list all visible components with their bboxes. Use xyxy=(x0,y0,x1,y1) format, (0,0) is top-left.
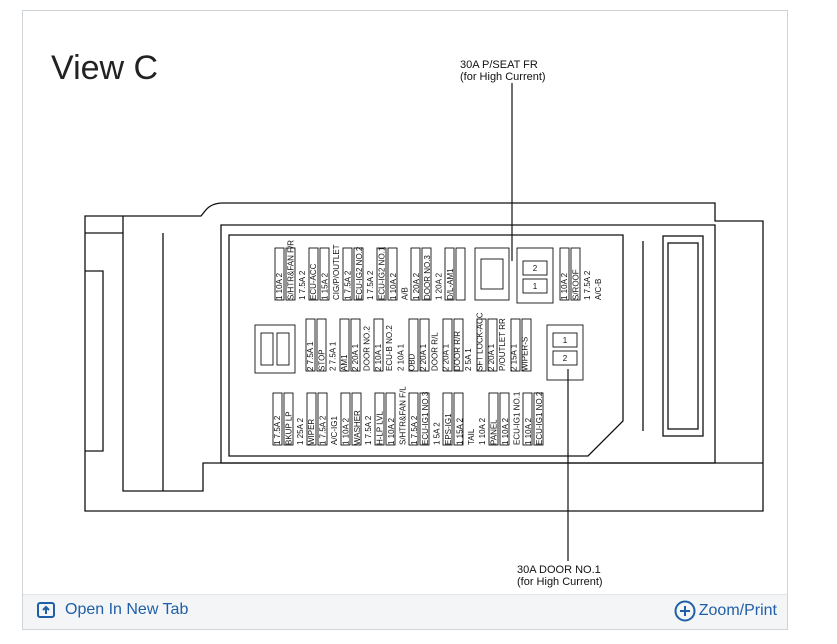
relay-right-lower-number: 2 xyxy=(563,354,568,363)
fuse-label: OBD xyxy=(408,353,417,371)
fuse-box-diagram: 2 1 1 2 1 10A 2S/HTR&FAN F/R1 7.5A 2ECU-… xyxy=(84,83,764,561)
fuse-label: 1 7.5A 2 xyxy=(273,415,282,445)
fuse-label: 1 10A 2 xyxy=(341,417,350,445)
relay-top-upper-number: 2 xyxy=(533,264,538,273)
fuse-row-3 xyxy=(272,392,544,446)
housing-outline xyxy=(84,202,764,512)
fuse-label: S/HTR&FAN F/L xyxy=(398,386,407,445)
fuse-row-1 xyxy=(274,247,581,304)
fuse-label: CIG/P/OUTLET xyxy=(332,244,341,300)
fuse-label: AM1 xyxy=(340,354,349,371)
fuse-label: A/C-IG1 xyxy=(330,416,339,445)
fuse-label: 1 7.5A 2 xyxy=(410,415,419,445)
fuse-label: 2 10A 1 xyxy=(396,343,405,371)
fuse-label: 1 20A 2 xyxy=(435,272,444,300)
fuse-label: 1 7.5A 2 xyxy=(366,270,375,300)
fuse-label: 1 7.5A 2 xyxy=(364,415,373,445)
relay-right-upper-number: 1 xyxy=(563,336,568,345)
zoom-print-label: Zoom/Print xyxy=(698,602,777,619)
fuse-label: EPS-IG1 xyxy=(444,413,453,445)
fuse-label: 1 15A 2 xyxy=(455,417,464,445)
fuse-label: STOP xyxy=(317,349,326,371)
fuse-label: TAIL xyxy=(467,428,476,445)
relay-top-lower-number: 1 xyxy=(533,282,538,291)
fuse-label: 1 25A 2 xyxy=(296,417,305,445)
fuse-label: A/C-B xyxy=(594,279,603,300)
fuse-label: ECU-IG2 NO.1 xyxy=(378,246,387,300)
fuse-label: ECU-IG2 NO.2 xyxy=(355,246,364,300)
fuse-label: ECU-IG1 NO.2 xyxy=(535,391,544,445)
bottom-toolbar: Open In New Tab Zoom/Print xyxy=(23,594,787,629)
callout-bottom-line1: 30A DOOR NO.1 xyxy=(517,564,601,576)
fuse-label: DOOR NO.2 xyxy=(363,326,372,371)
fuse-label: 1 7.5A 2 xyxy=(583,270,592,300)
fuse-label: WIPER-S xyxy=(521,337,530,371)
fuse-label: ECU-IG1 NO.1 xyxy=(512,391,521,445)
callout-bottom-line2: (for High Current) xyxy=(517,576,603,588)
fuse-label: 2 20A 1 xyxy=(442,343,451,371)
fuse-label: S/HTR&FAN F/R xyxy=(286,240,295,300)
open-in-new-tab-icon xyxy=(37,602,55,618)
open-in-new-tab-button[interactable]: Open In New Tab xyxy=(37,601,188,619)
fuse-label: 1 7.5A 2 xyxy=(343,270,352,300)
fuse-label: SFT LOCK-ACC xyxy=(476,312,485,371)
fuse-label: 2 20A 1 xyxy=(419,343,428,371)
fuse-label: ECU-IG1 NO.3 xyxy=(421,391,430,445)
fuse-label: WASHER xyxy=(353,410,362,445)
fuse-label: H-LP LVL xyxy=(376,411,385,445)
fuse-label: 1 10A 2 xyxy=(524,417,533,445)
zoom-print-button[interactable]: Zoom/Print xyxy=(674,600,777,622)
fuse-label: 1 10A 2 xyxy=(478,417,487,445)
fuse-label: BKUP LP xyxy=(284,411,293,445)
callout-top-line2: (for High Current) xyxy=(460,71,546,83)
fuse-label: DOOR R/R xyxy=(453,331,462,371)
fuse-label: S/ROOF xyxy=(571,269,580,300)
fuse-label: 1 10A 2 xyxy=(275,272,284,300)
fuse-label: ECU-ACC xyxy=(309,263,318,300)
fuse-label: 1 15A 2 xyxy=(321,272,330,300)
fuse-label: DOOR R/L xyxy=(430,332,439,371)
view-title: View C xyxy=(51,49,159,87)
fuse-label: 2 15A 1 xyxy=(509,343,518,371)
fuse-label: 2 10A 1 xyxy=(374,343,383,371)
fuse-label: 2 20A 1 xyxy=(351,343,360,371)
callout-top-line1: 30A P/SEAT FR xyxy=(460,59,538,71)
fuse-label: 1 10A 2 xyxy=(501,417,510,445)
fuse-label: 1 20A 2 xyxy=(412,272,421,300)
open-in-new-tab-label: Open In New Tab xyxy=(65,601,189,618)
fuse-label: DOOR NO.3 xyxy=(423,255,432,300)
fuse-label: 1 7.5A 2 xyxy=(298,270,307,300)
fuse-label: 2 7.5A 1 xyxy=(329,341,338,371)
fuse-label: 2 5A 1 xyxy=(464,348,473,371)
fuse-label: 1 10A 2 xyxy=(389,272,398,300)
fuse-label: D/L-AM1 xyxy=(446,268,455,300)
fuse-label: ECU-B NO.2 xyxy=(385,325,394,371)
fuse-label: 2 7.5A 1 xyxy=(306,341,315,371)
inner-panel xyxy=(220,224,716,464)
fuse-label: 2 20A 1 xyxy=(487,343,496,371)
callout-top: 30A P/SEAT FR (for High Current) xyxy=(460,59,546,83)
fuse-row-2 xyxy=(254,318,584,381)
fuse-label: 1 7.5A 2 xyxy=(319,415,328,445)
fuse-label: PANEL xyxy=(490,419,499,445)
fuse-label: P/OUTLET RR xyxy=(498,318,507,371)
zoom-plus-icon xyxy=(674,600,696,622)
callout-bottom: 30A DOOR NO.1 (for High Current) xyxy=(517,564,603,588)
diagram-frame: View C xyxy=(22,10,788,630)
fuse-label: 1 10A 2 xyxy=(387,417,396,445)
fuse-label: A/B xyxy=(400,287,409,300)
fuse-label: 1 5A 2 xyxy=(433,422,442,445)
fuse-label: 1 10A 2 xyxy=(560,272,569,300)
fuse-label: WIPER xyxy=(307,419,316,445)
